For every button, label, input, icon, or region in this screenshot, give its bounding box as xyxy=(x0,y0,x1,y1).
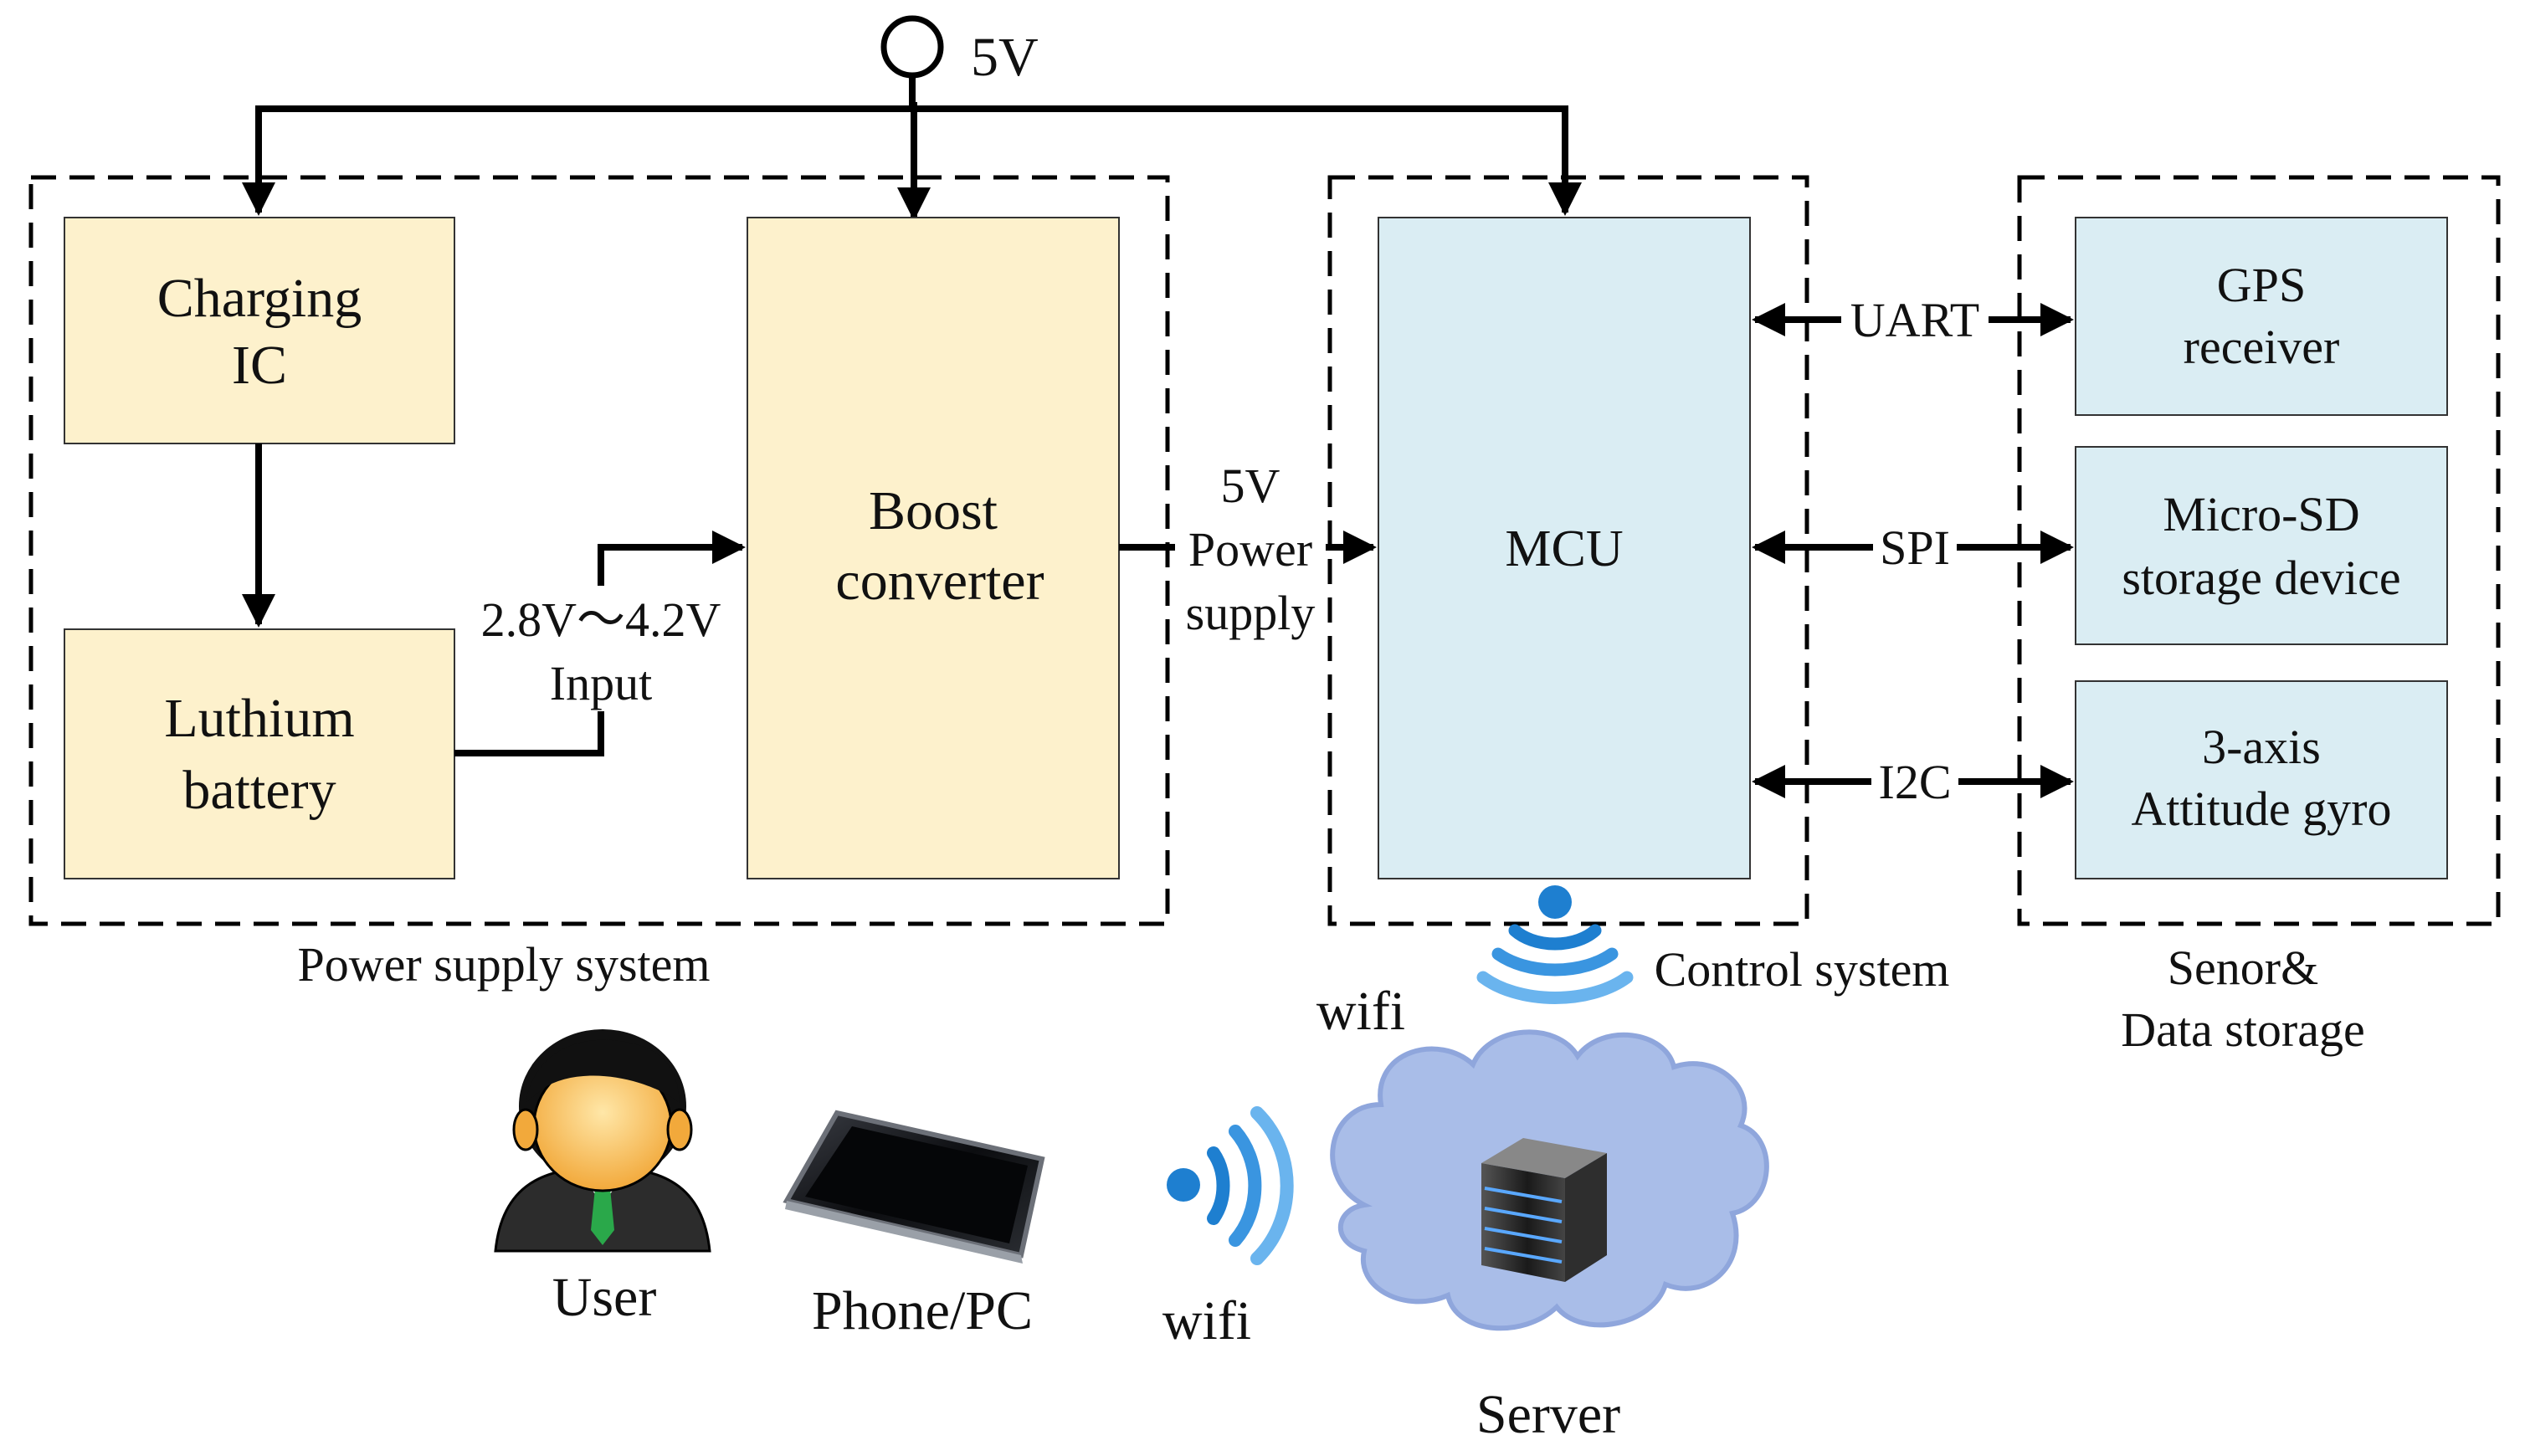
charging-ic-label-2: IC xyxy=(232,335,287,396)
gyro-block xyxy=(2075,680,2448,879)
tablet-icon xyxy=(783,1110,1045,1264)
device-label: Phone/PC xyxy=(812,1280,1033,1341)
control-wifi-label: wifi xyxy=(1316,981,1405,1042)
gps-label-2: receiver xyxy=(2184,320,2340,374)
boost-label-2: converter xyxy=(835,551,1044,612)
mcu-wifi-icon xyxy=(1476,885,1634,1004)
mcu-block xyxy=(1378,217,1751,879)
micro-sd-label: Micro-SD xyxy=(2163,487,2359,541)
boost-label: Boost xyxy=(869,480,998,541)
uart-label-bg xyxy=(1841,289,1989,349)
sensor-system-boundary xyxy=(2017,175,2501,926)
battery-block xyxy=(64,628,455,879)
input-label: Input xyxy=(550,656,652,710)
control-system-caption: Control system xyxy=(1655,942,1950,997)
output-label-bg xyxy=(1175,456,1326,649)
sensor-caption-2: Data storage xyxy=(2121,1002,2364,1057)
network-wifi-label: wifi xyxy=(1162,1290,1251,1351)
user-label: User xyxy=(552,1267,657,1328)
micro-sd-label-2: storage device xyxy=(2122,551,2400,605)
i2c-label-bg xyxy=(1871,751,1958,812)
wifi-signal-icon xyxy=(1167,1106,1294,1265)
uart-label: UART xyxy=(1850,293,1979,347)
spi-label-bg xyxy=(1873,517,1957,577)
battery-label: Luthium xyxy=(164,688,354,749)
boost-converter-block xyxy=(747,217,1120,879)
sensor-caption: Senor& xyxy=(2168,941,2318,995)
input-label-bg xyxy=(469,586,728,711)
gyro-label: 3-axis xyxy=(2202,720,2321,774)
power-system-caption: Power supply system xyxy=(298,937,711,992)
micro-sd-block xyxy=(2075,446,2448,645)
gyro-label-2: Attitude gyro xyxy=(2132,782,2392,836)
charging-ic-label: Charging xyxy=(157,268,362,329)
gps-receiver-block xyxy=(2075,217,2448,416)
charging-ic-block xyxy=(64,217,455,444)
mcu-label: MCU xyxy=(1505,520,1623,577)
supply-terminal-icon xyxy=(880,15,944,79)
output-voltage-label: 5V xyxy=(1221,459,1280,513)
input-voltage-range: 2.8V～4.2V xyxy=(481,592,721,647)
gps-label: GPS xyxy=(2217,258,2306,312)
i2c-label: I2C xyxy=(1879,755,1952,809)
server-icon xyxy=(1481,1138,1607,1282)
battery-label-2: battery xyxy=(182,760,336,821)
spi-label: SPI xyxy=(1880,520,1950,575)
output-power-label: Power xyxy=(1188,522,1312,577)
user-icon xyxy=(494,1029,711,1253)
server-label: Server xyxy=(1476,1384,1620,1445)
supply-voltage-label: 5V xyxy=(971,27,1039,88)
output-supply-label: supply xyxy=(1186,586,1316,640)
